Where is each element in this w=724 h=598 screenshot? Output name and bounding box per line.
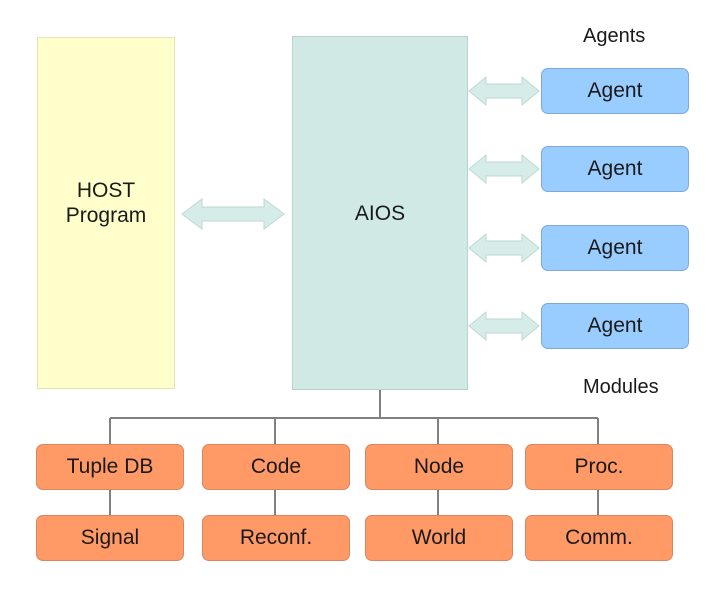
- module-bus: [109, 390, 599, 515]
- aios-box: AIOS: [292, 36, 468, 390]
- agent-3-arrow: [468, 232, 540, 264]
- agents-heading: Agents: [583, 25, 646, 47]
- host-label-line1: HOST: [76, 179, 136, 202]
- agent-box-4: Agent: [541, 303, 689, 349]
- agent-4-arrow: [468, 310, 540, 342]
- host-program-box: HOST Program: [37, 37, 175, 389]
- module-world: World: [365, 515, 513, 561]
- module-tuple-db: Tuple DB: [36, 444, 184, 490]
- agent-2-arrow: [468, 153, 540, 185]
- agent-box-1: Agent: [541, 68, 689, 114]
- agent-1-arrow: [468, 75, 540, 107]
- agent-box-2: Agent: [541, 146, 689, 192]
- module-comm: Comm.: [525, 515, 673, 561]
- module-node: Node: [365, 444, 513, 490]
- aios-label: AIOS: [354, 202, 406, 225]
- module-reconf: Reconf.: [202, 515, 350, 561]
- module-code: Code: [202, 444, 350, 490]
- module-proc: Proc.: [525, 444, 673, 490]
- host-label-line2: Program: [65, 204, 147, 227]
- agent-box-3: Agent: [541, 225, 689, 271]
- module-signal: Signal: [36, 515, 184, 561]
- modules-heading: Modules: [583, 376, 659, 398]
- host-aios-arrow: [181, 198, 285, 230]
